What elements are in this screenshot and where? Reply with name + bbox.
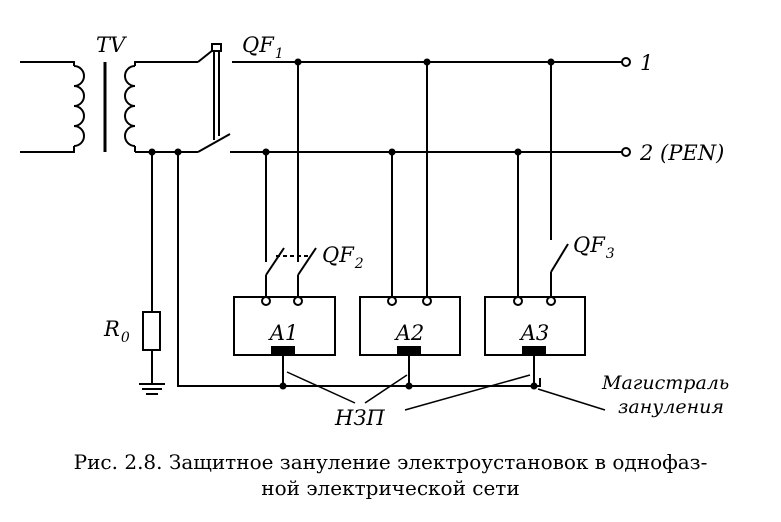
nzp-leader-a2 — [364, 374, 408, 404]
caption-line-1: Рис. 2.8. Защитное зануление электроуста… — [73, 450, 708, 474]
device-a2-label: A2 — [394, 321, 425, 345]
primary-top-lead — [20, 61, 75, 66]
nzp-leader-a1 — [286, 371, 356, 404]
nzp-label: НЗП — [334, 406, 385, 430]
qf2-label: QF2 — [322, 243, 364, 272]
junction-dots — [148, 58, 555, 156]
trunk-junction-dots — [279, 382, 538, 390]
figure-caption: Рис. 2.8. Защитное зануление электроуста… — [0, 449, 781, 501]
terminal-circle — [387, 296, 397, 306]
qf2-blade-2 — [297, 247, 317, 276]
line-2-label: 2 (PEN) — [639, 141, 724, 165]
a1-feed — [265, 62, 317, 297]
terminal-circle — [261, 296, 271, 306]
junction-dot — [405, 382, 413, 390]
device-a1-label: A1 — [268, 321, 299, 345]
leader-lines — [286, 371, 606, 411]
housing-clamp-a3 — [522, 346, 546, 354]
junction-dot — [279, 382, 287, 390]
circuit-diagram: TV QF1 QF2 QF3 1 2 (PEN) R0 A1 A2 A3 НЗП… — [20, 33, 729, 430]
device-a1-box — [233, 296, 336, 356]
terminal-circle — [293, 296, 303, 306]
device-a3-label: A3 — [519, 321, 550, 345]
junction-dot — [530, 382, 538, 390]
qf3-label: QF3 — [573, 233, 615, 262]
nzp-leader-a3 — [404, 374, 531, 411]
terminal-2 — [621, 147, 631, 157]
resistor-label: R0 — [103, 317, 130, 346]
housing-clamp-a1 — [271, 346, 295, 354]
transformer-label: TV — [96, 33, 127, 57]
terminal-circle — [422, 296, 432, 306]
qf3-blade — [550, 243, 569, 273]
secondary-top-lead — [134, 61, 198, 66]
terminal-1 — [621, 57, 631, 67]
zeroing-trunk — [177, 152, 541, 387]
qf1-blade-2 — [197, 133, 231, 153]
trunk-label-line-2: зануления — [618, 396, 724, 418]
terminal-circle — [513, 296, 523, 306]
main-breaker-qf1 — [197, 43, 234, 153]
line-1-label: 1 — [640, 51, 653, 75]
qf1-label: QF1 — [242, 33, 284, 62]
qf2-blade-1 — [265, 247, 285, 276]
terminal-circle — [546, 296, 556, 306]
secondary-coil — [124, 65, 136, 147]
primary-coil — [73, 65, 85, 147]
primary-bottom-lead — [20, 146, 75, 153]
trunk-label-line-1: Магистраль — [601, 372, 729, 394]
qf1-handle — [211, 43, 222, 52]
transformer — [20, 61, 198, 153]
a3-feed — [517, 62, 569, 297]
caption-line-2: ной электрической сети — [261, 476, 520, 500]
grounding-resistor-branch — [139, 152, 165, 395]
housing-clamps — [271, 346, 546, 354]
trunk-leader — [537, 388, 606, 411]
resistor-r0 — [142, 311, 161, 351]
device-terminals — [261, 296, 556, 306]
housing-clamp-a2 — [397, 346, 421, 354]
